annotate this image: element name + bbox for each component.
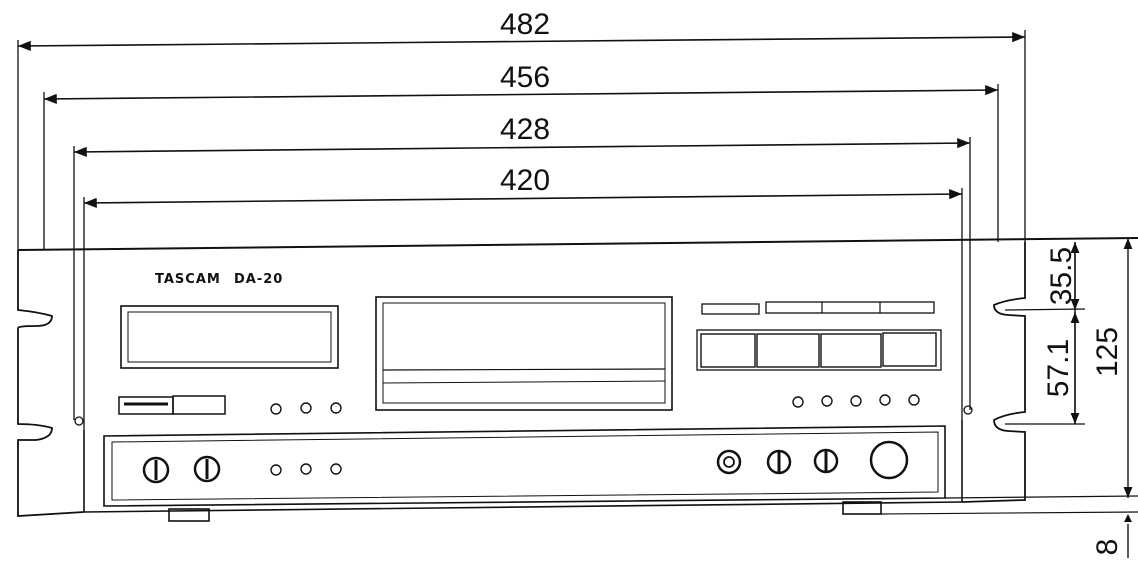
knob-left-2: [193, 455, 221, 483]
model-name: DA-20: [234, 272, 283, 287]
width-label-428: 428: [500, 113, 550, 146]
width-label-456: 456: [500, 61, 550, 94]
large-knob: [869, 440, 909, 480]
brand-logo: TASCAM: [155, 272, 221, 287]
function-button: [701, 303, 760, 315]
arrow-head: [1124, 488, 1132, 496]
tape-door: [375, 296, 673, 411]
eject-button: [172, 395, 226, 415]
height-label-125: 125: [1091, 327, 1124, 377]
indicator-led: [300, 463, 312, 475]
width-label-482: 482: [500, 8, 550, 41]
knob-right-1: [766, 449, 792, 475]
lower-panel: [103, 425, 946, 507]
indicator-led: [270, 464, 282, 476]
height-label-8: 8: [1091, 539, 1124, 556]
indicator-led: [879, 394, 891, 406]
rack-ear-right: [961, 242, 1026, 503]
knob-right-2: [813, 448, 839, 474]
top-edge: [17, 237, 1138, 251]
indicator-led: [300, 402, 312, 414]
base-line: [83, 501, 963, 513]
mounting-hole: [74, 416, 84, 426]
indicator-led: [908, 394, 920, 406]
foot-right: [842, 501, 882, 515]
height-dimensions: 35.5 57.1 125 8: [880, 238, 1138, 558]
width-label-420: 420: [500, 164, 550, 197]
indicator-led: [270, 403, 282, 415]
foot-left: [168, 508, 210, 522]
indicator-led: [330, 463, 342, 475]
display-window-inner: [127, 311, 332, 363]
arrow-head: [1124, 514, 1132, 522]
transport-buttons: [696, 329, 942, 371]
function-button-strip: [765, 301, 935, 314]
height-label-35-5: 35.5: [1045, 247, 1078, 305]
height-label-57-1: 57.1: [1042, 339, 1075, 397]
indicator-led: [330, 402, 342, 414]
indicator-led: [850, 395, 862, 407]
dimension-line-482: [17, 31, 1026, 52]
extension-line: [1004, 308, 1086, 311]
display-window: [120, 305, 339, 369]
knob-left-1: [142, 456, 170, 484]
indicator-led: [792, 396, 804, 408]
indicator-led: [821, 395, 833, 407]
dimension-line-456: [43, 85, 999, 104]
headphone-jack: [716, 449, 742, 475]
unit-body: TASCAM DA-20: [17, 237, 1138, 522]
extension-line: [944, 495, 1138, 499]
dimension-line-428: [73, 138, 971, 157]
dimension-line-420: [83, 189, 963, 208]
width-dimensions: 482 456 428 420: [17, 8, 1026, 430]
extension-line: [880, 511, 1138, 515]
rack-ear-left: [17, 250, 85, 517]
mounting-hole: [963, 405, 973, 415]
